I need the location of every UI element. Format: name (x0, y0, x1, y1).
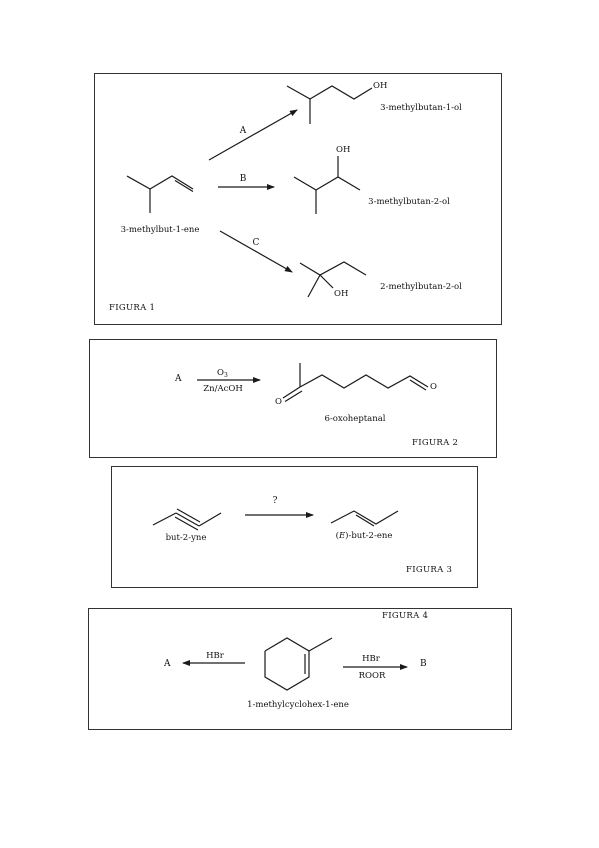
figure-3-box (111, 466, 478, 588)
molecule-1-methylcyclohex-1-ene (264, 637, 333, 691)
left-reagent: HBr (206, 651, 225, 661)
product-a-name: 3-methylbutan-1-ol (380, 103, 462, 113)
unknown-reagent: ? (273, 496, 278, 506)
figure-3: but-2-yne ? (E)-but-2-ene FIGURA 3 (152, 496, 452, 575)
reactant-a: A (174, 374, 182, 384)
figure-1-box (94, 73, 502, 325)
molecule-but-2-yne (152, 508, 222, 531)
molecule-e-but-2-ene (330, 510, 399, 527)
reagent-zn-acoh: Zn/AcOH (203, 384, 243, 394)
figure-2-box (89, 339, 497, 458)
oh-label-c: OH (334, 289, 348, 299)
reagent-ozone: O3 (217, 368, 228, 379)
figure-4: FIGURA 4 A HBr 1-methylcyclohex-1-ene HB… (163, 611, 428, 710)
reactant-name: but-2-yne (166, 533, 207, 543)
figure-3-caption: FIGURA 3 (406, 565, 452, 575)
o-label-aldehyde: O (430, 382, 437, 392)
molecule-3-methylbut-1-ene (126, 175, 194, 213)
arrow-a (208, 109, 298, 161)
product-name: (E)-but-2-ene (336, 530, 393, 541)
figure-2-caption: FIGURA 2 (412, 438, 458, 448)
figure-1: 3-methylbut-1-ene A B C OH 3-methylbutan… (109, 81, 462, 313)
product-name: 6-oxoheptanal (325, 414, 386, 424)
arrow-c-label: C (253, 238, 260, 248)
figure-1-caption: FIGURA 1 (109, 303, 155, 313)
arrow-b-label: B (240, 174, 247, 184)
molecule-3-methylbutan-2-ol (293, 156, 361, 214)
right-reagent-top: HBr (362, 654, 381, 664)
arrow-a-label: A (239, 126, 247, 136)
o-label-ketone: O (275, 397, 282, 407)
product-c-name: 2-methylbutan-2-ol (380, 282, 462, 292)
arrow-c (219, 230, 293, 273)
oh-label-a: OH (373, 81, 387, 91)
right-reagent-bottom: ROOR (359, 671, 386, 681)
reactant-name: 3-methylbut-1-ene (121, 225, 200, 235)
substrate-name: 1-methylcyclohex-1-ene (247, 700, 349, 710)
molecule-2-methylbutan-2-ol (299, 261, 367, 298)
product-b-name: 3-methylbutan-2-ol (368, 197, 450, 207)
figure-4-caption: FIGURA 4 (382, 611, 428, 621)
product-a: A (163, 659, 171, 669)
figure-2: A O3 Zn/AcOH O O 6-oxoheptanal FIGURA 2 (174, 363, 458, 448)
molecule-3-methylbutan-1-ol (286, 85, 373, 124)
figure-4-box (88, 608, 512, 730)
oh-label-b: OH (336, 145, 350, 155)
product-b: B (420, 659, 427, 669)
molecule-6-oxoheptanal (282, 363, 429, 403)
